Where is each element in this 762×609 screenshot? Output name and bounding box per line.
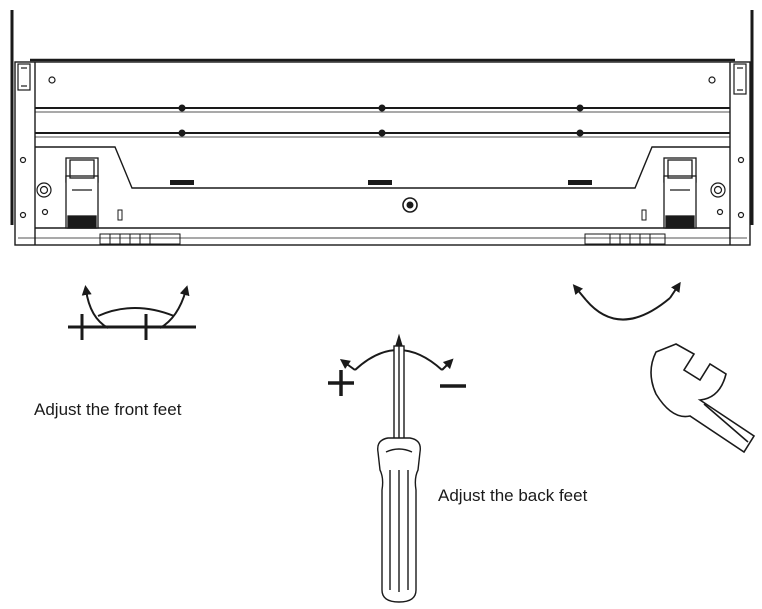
left-hinge-bracket — [17, 63, 31, 91]
screws — [19, 76, 745, 219]
plate-clips — [170, 180, 592, 185]
center-drain-screw-icon — [402, 197, 418, 213]
caption-front-feet: Adjust the front feet — [34, 400, 182, 419]
foot-marks — [117, 209, 647, 221]
appliance-base — [10, 10, 754, 246]
screwdriver-icon — [377, 333, 421, 603]
back-feet-rotation-arrow-icon — [572, 281, 681, 321]
front-feet-rotation-arrow-icon — [81, 285, 190, 329]
left-foot-block — [65, 157, 99, 229]
right-foot-block — [663, 157, 697, 229]
right-hinge-bracket — [733, 63, 747, 95]
screwdriver-plus-minus — [328, 370, 466, 396]
front-feet-plus-minus — [68, 314, 196, 340]
caption-back-feet: Adjust the back feet — [438, 486, 588, 505]
vent-slots-left — [99, 233, 181, 245]
vent-slots-right — [584, 233, 666, 245]
rivets — [178, 104, 584, 137]
wrench-icon — [650, 343, 756, 454]
